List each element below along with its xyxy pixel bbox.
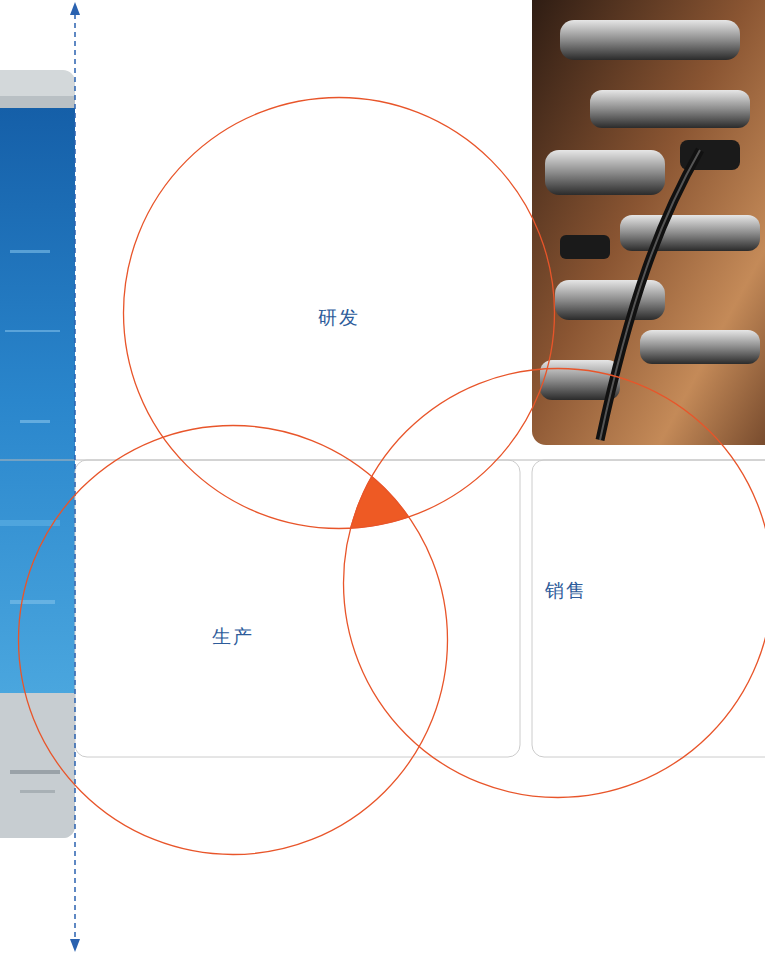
intersection-highlight [343, 368, 765, 798]
circle-label: 生产 [212, 625, 254, 647]
arrow-head [70, 939, 80, 952]
venn-circle: 研发 [123, 97, 555, 529]
monitor-photo [0, 70, 75, 838]
panel [532, 460, 765, 757]
label-holder: 研发 [318, 305, 360, 331]
venn-circle: 销售 [343, 368, 765, 798]
label-holder: 销售 [545, 578, 587, 604]
circle-label: 研发 [318, 306, 360, 328]
panel [75, 460, 520, 757]
arrow-head [70, 2, 80, 15]
circle-label: 销售 [545, 579, 587, 601]
venn-circle: 生产 [18, 425, 448, 855]
machinery-photo [532, 0, 765, 445]
label-holder: 生产 [212, 624, 254, 650]
dashed-axis [74, 14, 76, 940]
